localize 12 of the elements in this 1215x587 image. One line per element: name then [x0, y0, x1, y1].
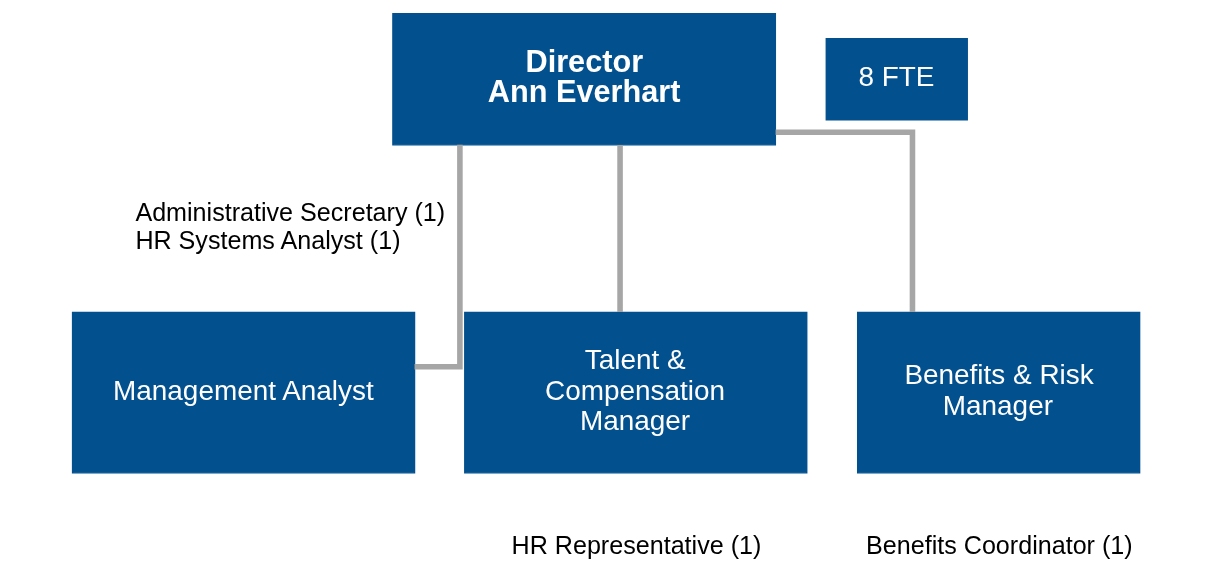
node-label: HR Representative (1): [511, 531, 762, 560]
node-box: 8 FTE: [825, 38, 968, 121]
node-box: Director Ann Everhart: [392, 12, 777, 146]
connector: [775, 129, 916, 312]
node-label: HR Systems Analyst (1): [135, 225, 401, 254]
node-box: Management Analyst: [71, 311, 416, 474]
node-box: Benefits & Risk Manager: [857, 311, 1141, 474]
node-label: Administrative Secretary (1): [135, 197, 446, 226]
connector: [414, 144, 463, 370]
node-box: Talent & Compensation Manager: [464, 311, 808, 474]
node-label: Benefits Coordinator (1): [866, 531, 1133, 560]
connector: [617, 144, 623, 312]
